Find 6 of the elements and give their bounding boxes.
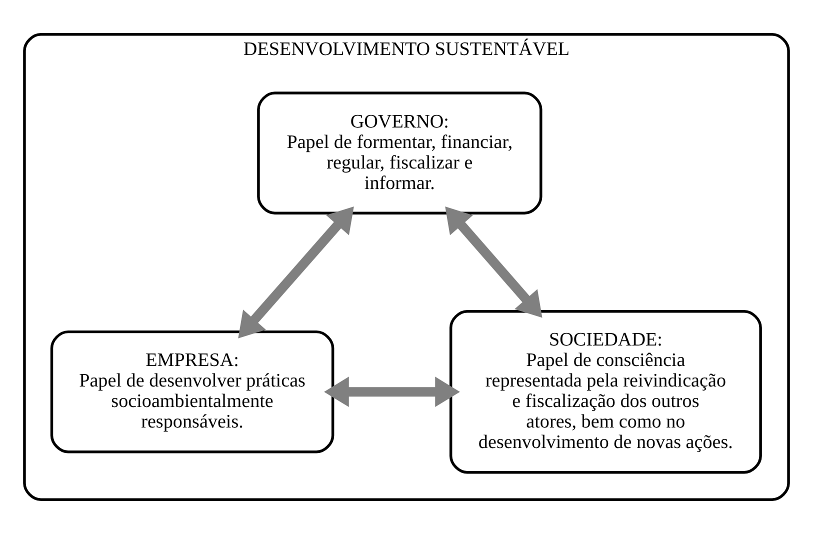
arrow	[445, 206, 542, 318]
node-box: SOCIEDADE: Papel de consciência representada pela reivindicação e fiscalização dos outros atores, bem como no desenvolvimento de novas ações.	[449, 309, 762, 474]
node-box: GOVERNO: Papel de formentar, financiar, regular, fiscalizar e informar.	[257, 91, 542, 214]
arrow	[238, 206, 354, 338]
node-box: EMPRESA: Papel de desenvolver práticas socioambientalmente responsáveis.	[50, 330, 334, 453]
arrow	[324, 376, 460, 407]
